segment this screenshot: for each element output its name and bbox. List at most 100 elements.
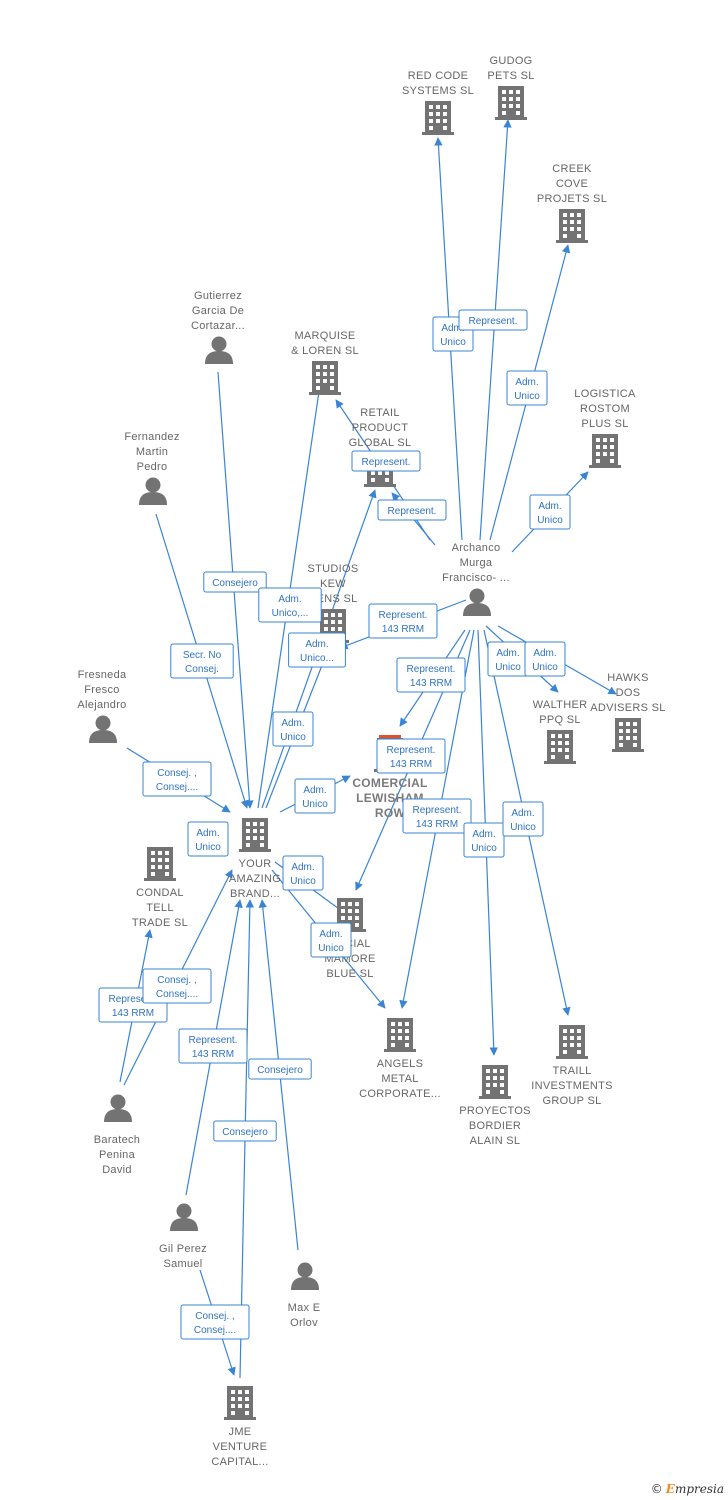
node-label-your-amazing: AMAZING bbox=[229, 873, 281, 885]
edge-label-archanco-hawks[interactable]: Adm.Unico bbox=[524, 641, 566, 677]
node-label-jme: VENTURE bbox=[213, 1441, 268, 1453]
node-label-your-amazing: YOUR bbox=[239, 858, 272, 870]
building-icon bbox=[239, 818, 271, 852]
edge-label-box bbox=[213, 1120, 277, 1142]
edge-label-gil-your-amazing[interactable]: Represent.143 RRM bbox=[178, 1028, 248, 1064]
edge-label-line: 143 RRM bbox=[390, 759, 432, 770]
company-node-your-amazing[interactable]: YOURAMAZINGBRAND... bbox=[229, 818, 281, 900]
edge-label-archanco-retail[interactable]: Represent. bbox=[377, 499, 447, 521]
edge-label-archanco-marquise[interactable]: Represent. bbox=[351, 450, 421, 472]
node-label-jme: JME bbox=[229, 1426, 252, 1438]
edge-label-line: Represent. bbox=[469, 316, 518, 327]
edge-label-fresneda-your-amazing[interactable]: Consej. ,Consej.... bbox=[142, 761, 212, 797]
building-icon bbox=[309, 361, 341, 395]
focus-marker-icon bbox=[379, 735, 401, 739]
edge-label-your-amazing-retail[interactable]: Adm.Unico... bbox=[288, 632, 346, 668]
edge-label-box bbox=[524, 641, 566, 677]
edge-label-archanco-studios[interactable]: Represent.143 RRM bbox=[368, 603, 438, 639]
edge-label-archanco-walther[interactable]: Adm.Unico bbox=[487, 641, 529, 677]
edge-label-your-amazing-angels[interactable]: Adm. Unico bbox=[310, 922, 352, 958]
edge-label-line: 143 RRM bbox=[410, 678, 452, 689]
node-label-fernandez: Pedro bbox=[137, 461, 168, 473]
edge-label-your-amazing-marquise[interactable]: Adm.Unico,... bbox=[258, 587, 322, 623]
edge-label-line: Unico bbox=[318, 943, 344, 954]
node-label-gil: Gil Perez bbox=[159, 1243, 207, 1255]
edge-label-archanco-angels[interactable]: Represent.143 RRM bbox=[402, 798, 472, 834]
company-node-marquise[interactable]: MARQUISE & LOREN SL bbox=[291, 330, 359, 395]
node-label-gutierrez: Cortazar... bbox=[191, 320, 245, 332]
edge-label-your-amazing-mamore[interactable]: Adm.Unico bbox=[282, 855, 324, 891]
edge-label-gil-jme[interactable]: Consej. ,Consej.... bbox=[180, 1304, 250, 1340]
node-label-lewisham: ROW bbox=[375, 806, 406, 820]
edge-label-baratech-your-amazing[interactable]: Consej. ,Consej.... bbox=[142, 968, 212, 1004]
company-node-jme[interactable]: JMEVENTURECAPITAL... bbox=[211, 1386, 268, 1468]
edge-label-line: 143 RRM bbox=[192, 1049, 234, 1060]
copyright-symbol: © bbox=[650, 1482, 663, 1496]
edge-label-archanco-lewisham[interactable]: Represent.143 RRM bbox=[396, 657, 466, 693]
edge-label-line: Unico bbox=[280, 732, 306, 743]
node-label-retail: PRODUCT bbox=[352, 422, 409, 434]
edge-label-archanco-traill[interactable]: Adm.Unico bbox=[502, 801, 544, 837]
edge-label-jme-your-amazing[interactable]: Consejero bbox=[213, 1120, 277, 1142]
edge-label-archanco-creek[interactable]: Adm.Unico bbox=[506, 370, 548, 406]
node-label-marquise: MARQUISE bbox=[294, 330, 355, 342]
edge-label-archanco-gudog[interactable]: Represent. bbox=[458, 309, 528, 331]
edge-label-box bbox=[377, 499, 447, 521]
edge-label-line: Represent. bbox=[387, 745, 436, 756]
edge-label-line: Represent. bbox=[388, 506, 437, 517]
node-label-fresneda: Alejandro bbox=[77, 699, 126, 711]
edge-label-line: Adm. bbox=[319, 929, 342, 940]
node-label-marquise: & LOREN SL bbox=[291, 345, 359, 357]
node-label-logistica: ROSTOM bbox=[580, 403, 630, 415]
edge-label-archanco-mamore[interactable]: Represent. 143 RRM bbox=[376, 738, 446, 774]
edge-label-line: Unico bbox=[514, 391, 540, 402]
edge-label-line: Unico bbox=[495, 662, 521, 673]
edge-label-line: Consejero bbox=[257, 1065, 303, 1076]
edge-label-box bbox=[258, 587, 322, 623]
edge-label-box bbox=[351, 450, 421, 472]
edge-label-archanco-bordier[interactable]: Adm.Unico bbox=[463, 822, 505, 858]
node-label-condal: CONDAL bbox=[136, 887, 184, 899]
edge-label-your-amazing-your-amazing-self[interactable]: Adm.Unico bbox=[187, 821, 229, 857]
person-node-archanco[interactable]: ArchancoMurgaFrancisco- ... bbox=[442, 542, 510, 616]
node-label-baratech: David bbox=[102, 1164, 132, 1176]
edge-label-box bbox=[368, 603, 438, 639]
edge-label-line: Adm. bbox=[303, 785, 326, 796]
edge-label-line: Consej.... bbox=[194, 1325, 236, 1336]
node-label-fernandez: Martin bbox=[136, 446, 168, 458]
edge-label-gutierrez-your-amazing[interactable]: Consejero bbox=[203, 571, 267, 593]
node-label-logistica: PLUS SL bbox=[581, 418, 628, 430]
edge-label-your-amazing-studios[interactable]: Adm.Unico bbox=[272, 711, 314, 747]
edge-label-box bbox=[310, 922, 352, 958]
node-label-fresneda: Fresco bbox=[84, 684, 119, 696]
node-label-fresneda: Fresneda bbox=[78, 669, 127, 681]
edge-label-max-your-amazing[interactable]: Consejero bbox=[248, 1058, 312, 1080]
building-icon bbox=[612, 718, 644, 752]
edge-label-your-amazing-lewisham[interactable]: Adm.Unico bbox=[294, 778, 336, 814]
edge-label-box bbox=[463, 822, 505, 858]
edge-label-line: Adm. bbox=[472, 829, 495, 840]
edge-label-line: Represent. bbox=[379, 610, 428, 621]
company-node-angels[interactable]: ANGELSMETALCORPORATE... bbox=[359, 1018, 441, 1100]
empresia-credit[interactable]: ©Empresia bbox=[651, 1482, 724, 1496]
edge-label-archanco-logistica[interactable]: Adm.Unico bbox=[529, 494, 571, 530]
